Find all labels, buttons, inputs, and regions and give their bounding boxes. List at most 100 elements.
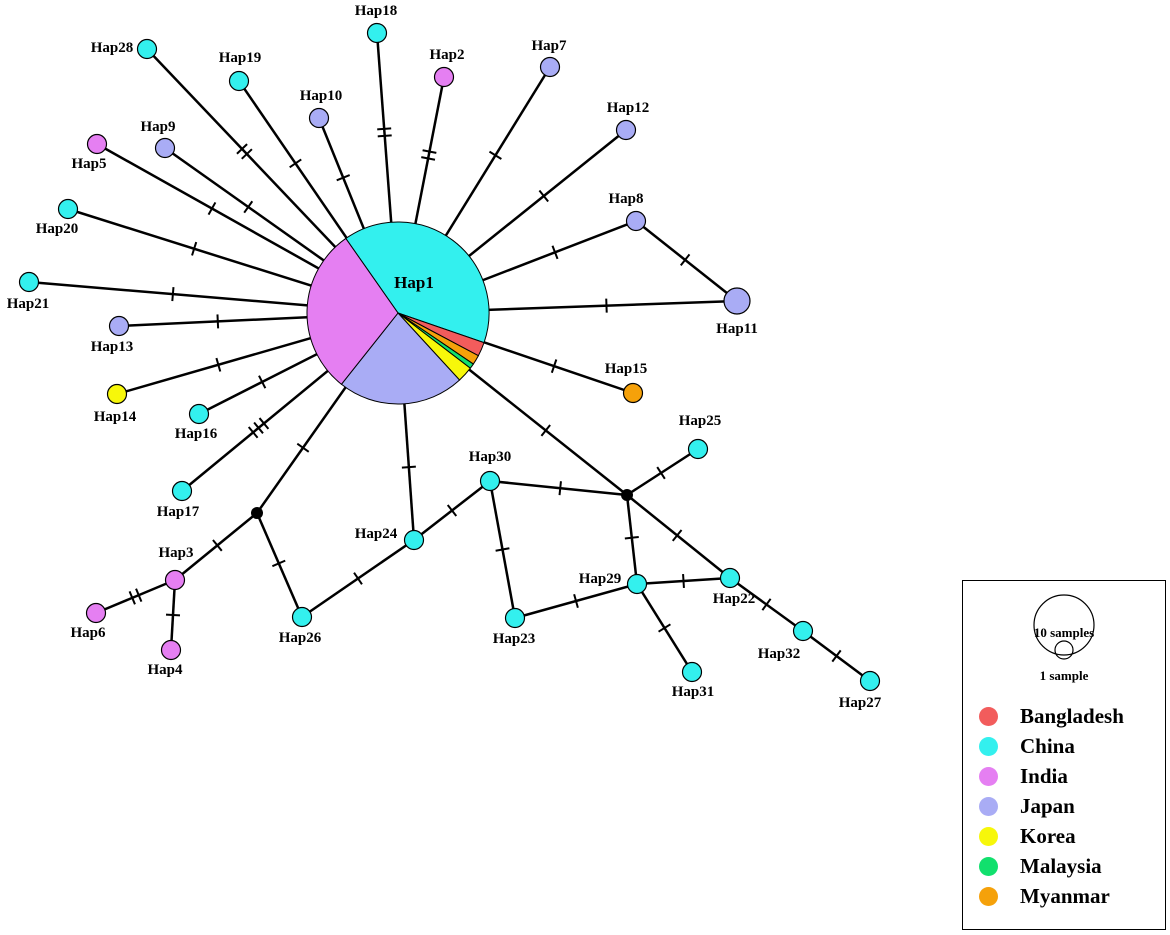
- label-hap4: Hap4: [147, 662, 183, 678]
- legend-label: Malaysia: [1020, 853, 1102, 878]
- mutation-tick: [831, 649, 842, 663]
- mutation-tick: [682, 573, 685, 589]
- legend-item-japan: Japan: [979, 793, 1075, 819]
- mutation-tick: [171, 287, 175, 302]
- median-vector-mv1: [621, 489, 633, 501]
- node-hap21: [18, 271, 40, 293]
- label-hap19: Hap19: [219, 50, 262, 66]
- mutation-tick: [551, 245, 559, 260]
- node-hap32: [792, 620, 814, 642]
- edge-mv1-hap29: [625, 494, 639, 585]
- legend-item-india: India: [979, 763, 1068, 789]
- node-hap3: [164, 569, 186, 591]
- edge-mv2-hap3: [174, 512, 258, 581]
- size-label-large: 10 samples: [1034, 625, 1094, 640]
- label-hap2: Hap2: [429, 47, 464, 63]
- label-hap9: Hap9: [140, 119, 175, 135]
- label-hap5: Hap5: [71, 156, 106, 172]
- label-hap14: Hap14: [94, 409, 137, 425]
- mutation-tick: [207, 201, 217, 216]
- node-hap29: [626, 573, 648, 595]
- legend-swatch: [979, 706, 998, 726]
- mutation-tick: [421, 156, 436, 161]
- label-hap11: Hap11: [716, 321, 758, 337]
- size-legend: 10 samples 1 sample: [1033, 594, 1095, 683]
- mutation-tick: [289, 158, 302, 169]
- mutation-tick: [258, 375, 267, 389]
- mutation-tick: [258, 417, 270, 430]
- legend-label: Japan: [1020, 793, 1075, 818]
- mutation-tick: [336, 174, 351, 182]
- mutation-tick: [165, 613, 181, 617]
- legend-swatch: [979, 766, 998, 786]
- hub-slice-india: [306, 237, 399, 385]
- label-hap21: Hap21: [7, 296, 50, 312]
- node-hap24: [403, 529, 425, 551]
- mutation-tick: [216, 314, 220, 329]
- node-hap23: [504, 607, 526, 629]
- legend-swatch: [979, 826, 998, 846]
- node-hap6: [85, 602, 107, 624]
- label-hap7: Hap7: [531, 38, 567, 54]
- label-hap32: Hap32: [758, 646, 801, 662]
- mutation-tick: [236, 143, 248, 155]
- legend-label: India: [1020, 763, 1068, 788]
- node-hap25: [687, 438, 709, 460]
- node-hap26: [291, 606, 313, 628]
- edge-mv1-hap25: [626, 447, 699, 497]
- labels-layer: Hap1Hap2Hap3Hap4Hap5Hap6Hap7Hap8Hap9Hap1…: [7, 3, 882, 711]
- mutation-tick: [135, 588, 143, 602]
- node-hap22: [719, 567, 741, 589]
- node-hap4: [160, 639, 182, 661]
- label-hap10: Hap10: [300, 88, 343, 104]
- mutation-tick: [353, 572, 363, 585]
- node-hap31: [681, 661, 703, 683]
- legend-swatch: [979, 886, 998, 906]
- node-hap19: [228, 70, 250, 92]
- legend-label: Myanmar: [1020, 883, 1110, 908]
- node-hap2: [433, 66, 455, 88]
- edge-hap3-hap6: [95, 578, 176, 615]
- hub-slice-japan: [340, 312, 461, 405]
- legend-item-china: China: [979, 733, 1075, 759]
- node-hap13: [108, 315, 130, 337]
- node-hap15: [622, 382, 644, 404]
- mutation-tick: [253, 421, 264, 434]
- legend-swatch: [979, 796, 998, 816]
- mutation-tick: [540, 424, 551, 437]
- mutation-tick: [215, 357, 222, 372]
- mutation-tick: [401, 465, 416, 469]
- mutation-tick: [212, 539, 223, 552]
- mutation-tick: [671, 529, 683, 542]
- mutation-tick: [422, 149, 437, 154]
- mutation-tick: [658, 623, 671, 633]
- mutation-tick: [377, 134, 392, 138]
- label-hap23: Hap23: [493, 631, 536, 647]
- mutation-tick: [191, 241, 198, 256]
- edge-hap30-mv1: [489, 479, 628, 497]
- mutation-tick: [247, 426, 259, 439]
- legend-swatch: [979, 856, 998, 876]
- label-hap30: Hap30: [469, 449, 512, 465]
- mutation-tick: [679, 253, 691, 267]
- label-hap28: Hap28: [91, 40, 134, 56]
- label-hap6: Hap6: [70, 625, 106, 641]
- node-hap10: [308, 107, 330, 129]
- label-hap29: Hap29: [579, 571, 622, 587]
- legend-label: China: [1020, 733, 1075, 758]
- label-hap3: Hap3: [158, 545, 193, 561]
- node-hap5: [86, 133, 108, 155]
- label-hap1: Hap1: [394, 273, 434, 292]
- mutation-tick: [761, 598, 772, 611]
- node-hap1: [306, 221, 490, 405]
- size-circle-small: [1054, 640, 1074, 660]
- mutation-tick: [241, 148, 253, 160]
- legend-item-bangladesh: Bangladesh: [979, 703, 1124, 729]
- mutation-tick: [128, 591, 136, 605]
- label-hap27: Hap27: [839, 695, 882, 711]
- size-circle-large: [1033, 594, 1095, 656]
- label-hap31: Hap31: [672, 684, 715, 700]
- label-hap18: Hap18: [355, 3, 398, 19]
